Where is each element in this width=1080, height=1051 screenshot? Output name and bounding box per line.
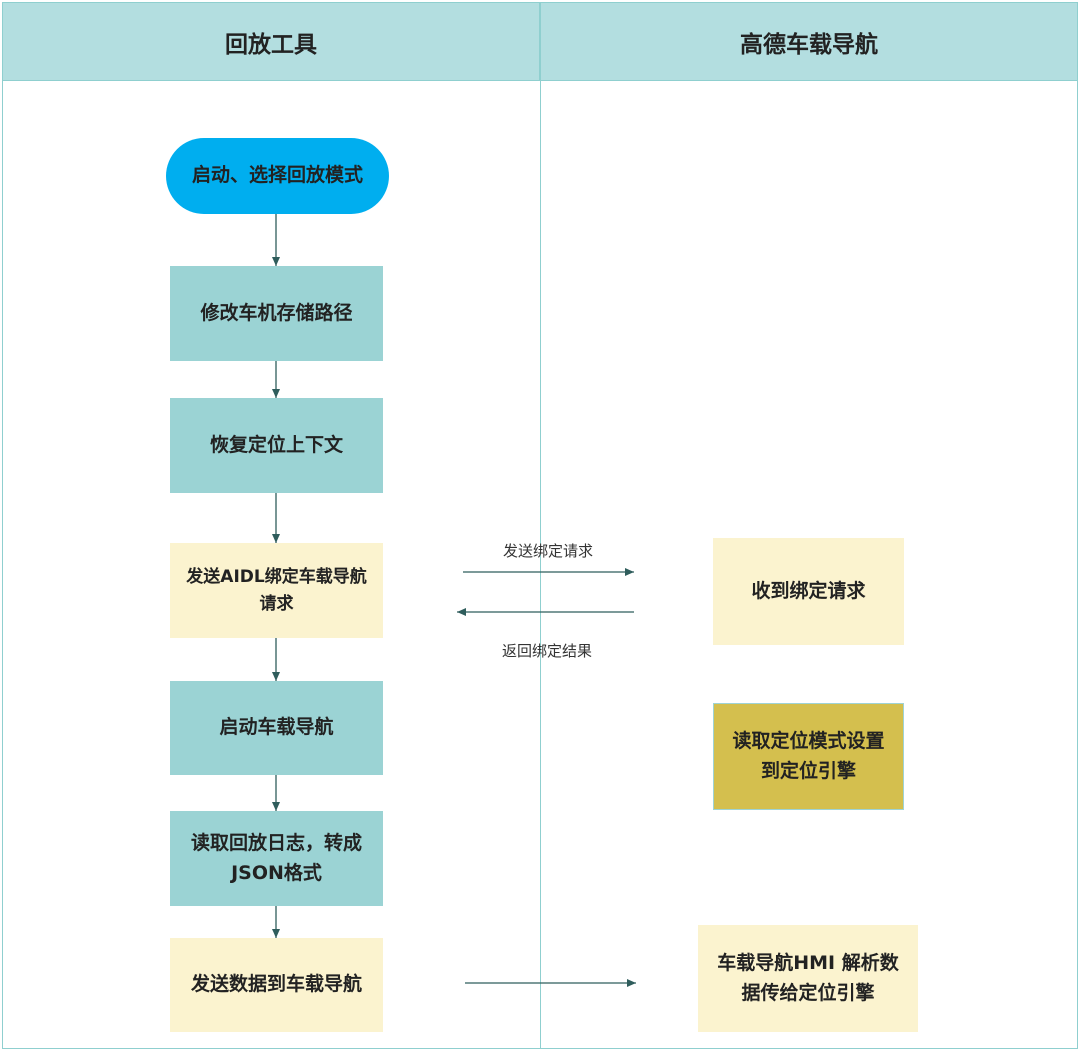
node-receive-bind-request: 收到绑定请求 [713,538,904,645]
node-start-select-playback: 启动、选择回放模式 [166,138,389,214]
node-modify-storage-path: 修改车机存储路径 [170,266,383,361]
lane-divider [540,3,541,1048]
lane-header-playback-tool: 回放工具 [3,3,540,81]
node-hmi-parse-data: 车载导航HMI 解析数据传给定位引擎 [698,925,918,1032]
lane-header-car-navigation: 高德车载导航 [541,3,1077,81]
node-send-aidl-bind-request: 发送AIDL绑定车载导航请求 [170,543,383,638]
node-read-location-mode: 读取定位模式设置到定位引擎 [713,703,904,810]
label-send-bind-request: 发送绑定请求 [502,542,594,560]
node-send-data-to-navigation: 发送数据到车载导航 [170,938,383,1032]
label-return-bind-result: 返回绑定结果 [501,642,593,660]
node-restore-location-context: 恢复定位上下文 [170,398,383,493]
node-launch-car-navigation: 启动车载导航 [170,681,383,775]
node-read-playback-log: 读取回放日志，转成JSON格式 [170,811,383,906]
